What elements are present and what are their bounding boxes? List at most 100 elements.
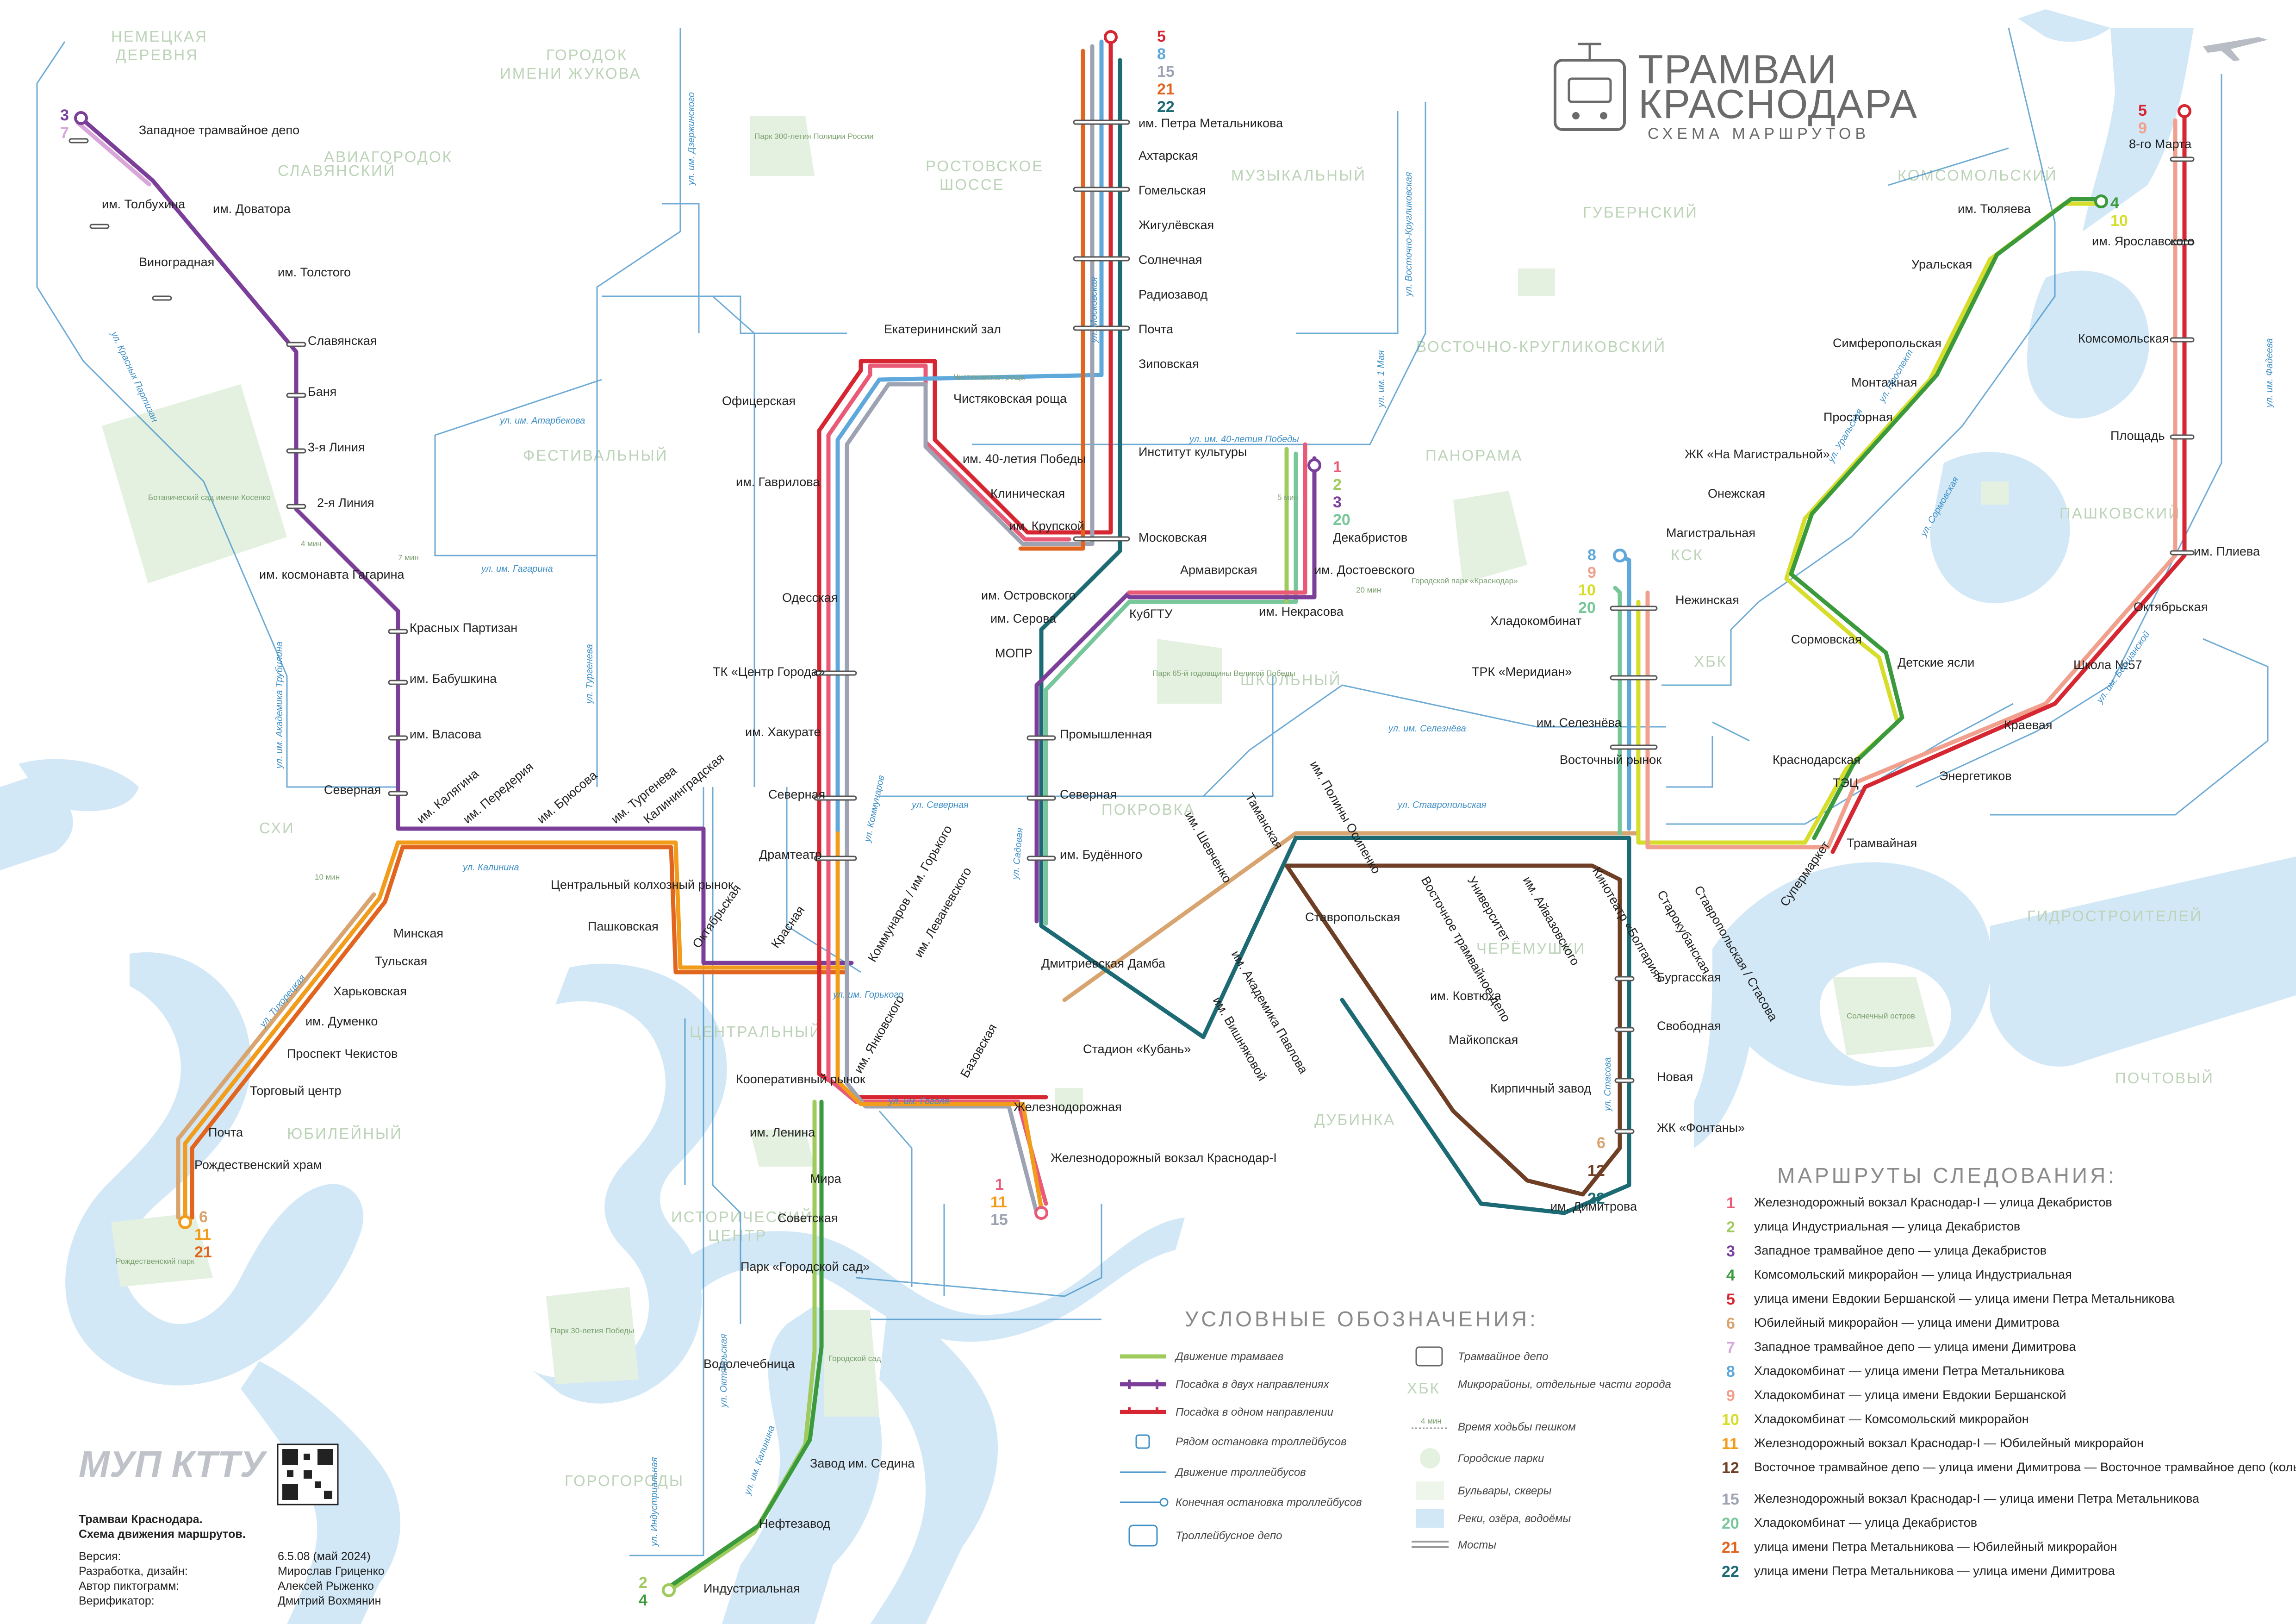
route-3c-line xyxy=(1127,456,1317,600)
route-number: 11 xyxy=(1722,1435,1738,1453)
stop-label: Детские ясли xyxy=(1898,656,1974,669)
district-label: СХИ xyxy=(259,819,295,837)
stop-label: Виноградная xyxy=(139,255,214,269)
terminal-bershanskoy: 5 9 xyxy=(2138,102,2147,137)
district-label: ЦЕНТР xyxy=(708,1227,767,1244)
stop-label: Ставропольская xyxy=(1305,910,1400,924)
svg-text:Городской сад: Городской сад xyxy=(828,1354,881,1363)
terminal-dekabristov: 1 2 3 20 xyxy=(1333,458,1350,529)
svg-text:6.5.08 (май 2024): 6.5.08 (май 2024) xyxy=(278,1550,371,1563)
svg-text:ул. Коммунаров: ул. Коммунаров xyxy=(862,775,887,844)
stop-label: Энергетиков xyxy=(1939,769,2012,783)
svg-text:7: 7 xyxy=(60,124,69,142)
svg-text:7 мин: 7 мин xyxy=(398,553,419,562)
svg-text:Троллейбусное депо: Троллейбусное депо xyxy=(1176,1530,1282,1542)
svg-text:22: 22 xyxy=(1587,1190,1605,1207)
terminal-dimitrova: 6 12 22 xyxy=(1587,1134,1605,1207)
stop-label: Таманская xyxy=(1243,791,1286,851)
terminal-vokzal: 1 11 15 xyxy=(990,1176,1008,1229)
district-label: ПАШКОВСКИЙ xyxy=(2060,505,2181,522)
stop-label: им. Брюсова xyxy=(535,768,600,826)
terminal-komsomolsky: 4 10 xyxy=(2110,194,2128,230)
stop-label: ЖК «Фонтаны» xyxy=(1657,1121,1745,1135)
route-description: улица имени Петра Метальникова — улица и… xyxy=(1754,1564,2116,1578)
svg-text:4 мин: 4 мин xyxy=(1421,1417,1442,1425)
svg-text:ХБК: ХБК xyxy=(1407,1380,1440,1397)
route-number: 12 xyxy=(1722,1459,1739,1477)
district-label: ГИДРОСТРОИТЕЛЕЙ xyxy=(2027,907,2203,924)
stop-label: Почта xyxy=(1139,322,1174,336)
stop-label: им. Власова xyxy=(410,727,482,741)
district-label: КСК xyxy=(1671,546,1704,563)
stop-label: Центральный колхозный рынок xyxy=(551,878,734,892)
route-number: 15 xyxy=(1722,1491,1739,1508)
stop-label: Северная xyxy=(324,783,381,797)
stop-label: Красных Партизан xyxy=(410,621,517,635)
stop-label: им. Янковского xyxy=(851,993,907,1075)
svg-text:Версия:: Версия: xyxy=(79,1550,121,1563)
title-subtitle: СХЕМА МАРШРУТОВ xyxy=(1648,125,1870,143)
stop-label: Мира xyxy=(810,1172,842,1186)
stop-label: Драмтеатр xyxy=(759,848,822,862)
svg-text:Движение трамваев: Движение трамваев xyxy=(1174,1350,1283,1363)
district-label: ГУБЕРНСКИЙ xyxy=(1583,204,1698,221)
map-title: ТРАМВАИ КРАСНОДАРА СХЕМА МАРШРУТОВ xyxy=(1554,43,1918,143)
stop-label: Солнечная xyxy=(1139,253,1202,267)
svg-text:20 мин: 20 мин xyxy=(1356,586,1381,594)
stop-label: Радиозавод xyxy=(1139,287,1208,301)
route-4-line xyxy=(669,1099,824,1588)
svg-text:Городской парк «Краснодар»: Городской парк «Краснодар» xyxy=(1412,576,1518,585)
stop-label: Онежская xyxy=(1708,487,1765,500)
svg-text:ул. им. Гоголя: ул. им. Гоголя xyxy=(888,1096,950,1106)
stop-label: Кооперативный рынок xyxy=(736,1072,865,1086)
park-icon xyxy=(1420,1448,1440,1468)
route-number: 2 xyxy=(1726,1218,1735,1236)
route-description: улица Индустриальная — улица Декабристов xyxy=(1754,1219,2020,1233)
stop-label: Трамвайная xyxy=(1847,836,1917,850)
district-label: ЦЕНТРАЛЬНЫЙ xyxy=(690,1023,822,1040)
stop-label: Баня xyxy=(308,385,336,399)
stop-label: Октябрьская xyxy=(690,882,743,950)
district-label: ВОСТОЧНО-КРУГЛИКОВСКИЙ xyxy=(1416,338,1666,355)
district-label: РОСТОВСКОЕ xyxy=(926,157,1044,175)
stop-label: Славянская xyxy=(308,334,377,348)
stop-label: Торговый центр xyxy=(250,1084,342,1098)
stop-label: Монтажная xyxy=(1851,375,1917,389)
route-description: Комсомольский микрорайон — улица Индустр… xyxy=(1754,1268,2072,1281)
svg-text:2: 2 xyxy=(639,1574,647,1592)
title-line2: КРАСНОДАРА xyxy=(1638,81,1918,127)
svg-text:22: 22 xyxy=(1157,98,1175,116)
svg-text:Микрорайоны, отдельные части г: Микрорайоны, отдельные части города xyxy=(1458,1378,1671,1391)
svg-text:21: 21 xyxy=(194,1243,212,1261)
stop-label: Ахтарская xyxy=(1139,149,1198,162)
svg-text:ул. им. Дзержинского: ул. им. Дзержинского xyxy=(686,92,697,186)
svg-text:ул. Стасова: ул. Стасова xyxy=(1603,1057,1613,1112)
route-number: 10 xyxy=(1722,1411,1739,1429)
svg-text:10: 10 xyxy=(2110,212,2128,230)
stop-label: Московская xyxy=(1139,531,1207,544)
stop-label: КубГТУ xyxy=(1129,607,1173,621)
route-11-line xyxy=(183,840,849,1220)
stop-label: им. Хакурате xyxy=(745,725,821,739)
svg-text:ул. им. Калинина: ул. им. Калинина xyxy=(742,1424,777,1497)
stop-label: Симферопольская xyxy=(1833,336,1941,350)
terminal-industrialnaya: 2 4 xyxy=(639,1574,647,1609)
info-block: МУП КТТУ Трамваи Краснодара. Схема движе… xyxy=(79,1443,385,1607)
terminal-yubileyny: 6 11 21 xyxy=(194,1208,212,1261)
tram-depot-icon xyxy=(1415,1346,1443,1367)
svg-text:ул. Садовая: ул. Садовая xyxy=(1010,827,1025,881)
stop-label: им. Селезнёва xyxy=(1537,716,1622,730)
route-11b-line xyxy=(835,831,1044,1211)
stop-label: Екатерининский зал xyxy=(884,322,1001,336)
legend-heading: УСЛОВНЫЕ ОБОЗНАЧЕНИЯ: xyxy=(1185,1307,1538,1331)
route-5c-line xyxy=(1830,109,2187,854)
svg-text:5 мин: 5 мин xyxy=(1277,493,1298,502)
stop-label: Краснодарская xyxy=(1773,753,1860,767)
svg-text:21: 21 xyxy=(1157,81,1175,98)
stop-label: им. Шевченко xyxy=(1182,809,1234,886)
stop-label: им. Думенко xyxy=(305,1014,378,1028)
route-15b-line xyxy=(845,831,1039,1215)
stop-label: им. Тюляева xyxy=(1958,202,2031,216)
stop-label: ТК «Центр Города» xyxy=(713,665,825,679)
svg-text:ул. им. Фадеева: ул. им. Фадеева xyxy=(2265,338,2275,408)
